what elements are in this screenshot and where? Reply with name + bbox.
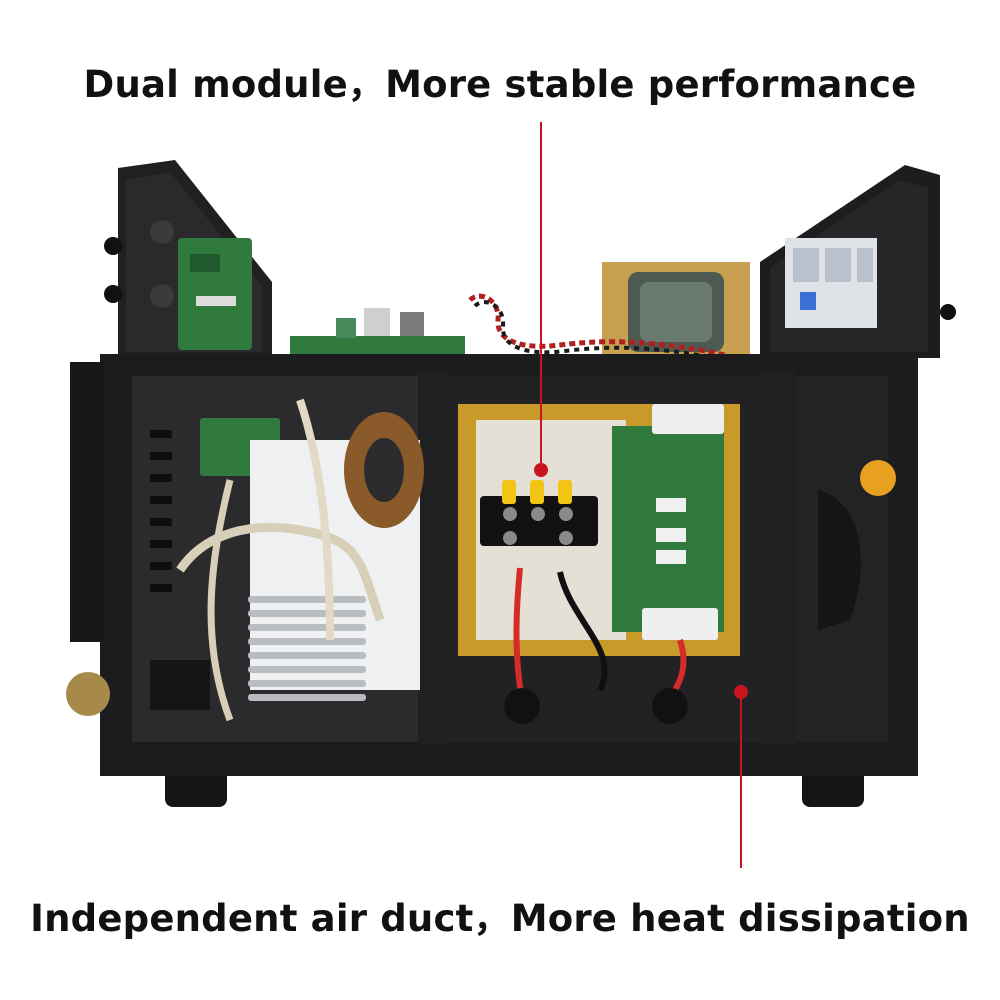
output-terminal [66,672,110,716]
caption-bottom: Independent air duct，More heat dissipati… [30,897,970,940]
rear-panel [760,165,956,358]
left-compartment [66,376,424,742]
module-compartment [446,376,760,742]
fan-capacitor [860,460,896,496]
fan-compartment [796,376,896,742]
top-components [290,262,768,567]
callout-bottom [734,685,748,868]
caption-top: Dual module，More stable performance [83,63,917,106]
callout-top [534,122,548,477]
main-pcb-edge [290,336,465,356]
fan-blade [818,490,861,630]
front-panel [104,160,272,358]
